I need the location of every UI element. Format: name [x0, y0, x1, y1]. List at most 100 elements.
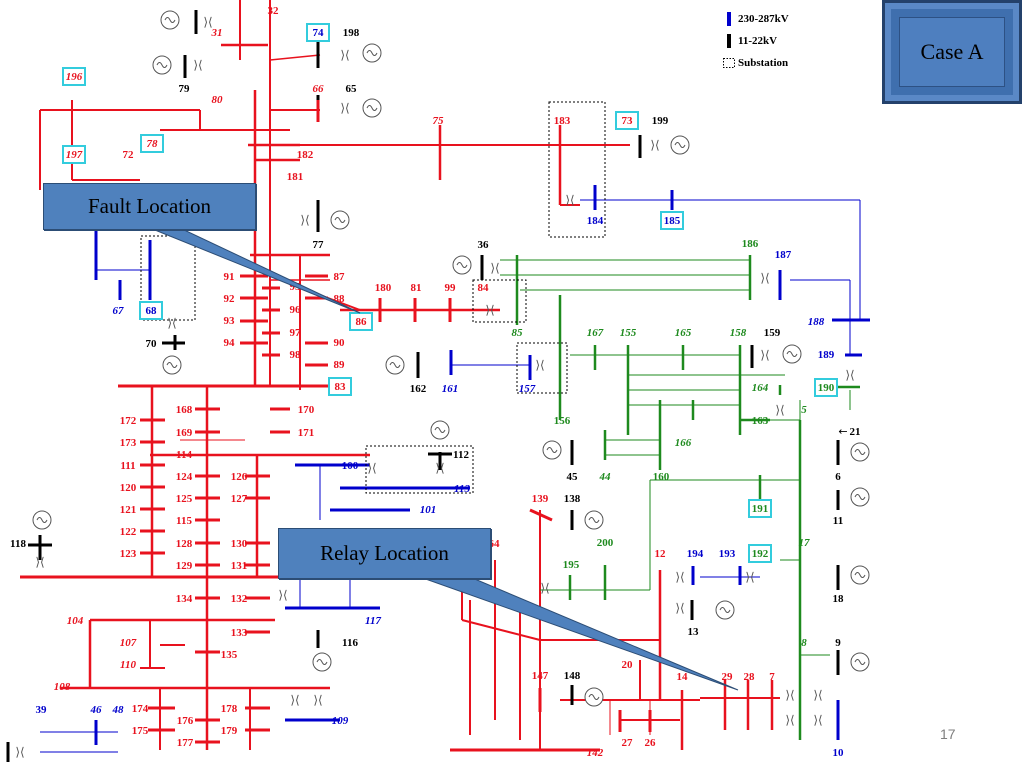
bus-label-box	[139, 301, 163, 320]
bus-label: 158	[730, 327, 747, 339]
substation-box	[472, 279, 527, 323]
bus-label: 138	[564, 493, 581, 505]
bus-label: 168	[176, 404, 193, 416]
bus-label: 114	[176, 449, 192, 461]
line-segment	[461, 619, 541, 641]
bus-label: 189	[818, 349, 835, 361]
bus-label: 176	[177, 715, 194, 727]
bus-label: 68	[146, 305, 158, 317]
bus-label: 129	[176, 560, 193, 572]
bus-label: 182	[297, 149, 314, 161]
transformer-icon: ⟩⟨	[340, 101, 349, 115]
bus-label: 200	[597, 537, 614, 549]
bus-label: 198	[343, 27, 360, 39]
transformer-icon: ⟩⟨	[35, 555, 44, 569]
generator-icon	[164, 17, 176, 23]
bus-label: 120	[120, 482, 137, 494]
bus-label: 107	[120, 637, 137, 649]
bus-label: 188	[808, 316, 825, 328]
bus-label: 48	[112, 704, 125, 716]
transformer-icon: ⟩⟨	[300, 213, 309, 227]
transformer-icon: ⟩⟨	[760, 271, 769, 285]
transformer-icon: ⟩⟨	[535, 358, 544, 372]
bus-label: 159	[764, 327, 781, 339]
bus-label: 98	[290, 349, 302, 361]
bus-label: 81	[411, 282, 422, 294]
bus-label: 26	[645, 737, 657, 749]
generator-icon	[166, 362, 178, 368]
bus-label: 183	[554, 115, 571, 127]
diagram-labels: 3231806675183182181729192939495969798878…	[10, 5, 860, 759]
bus-label-box	[660, 211, 684, 230]
bus-label: 178	[221, 703, 238, 715]
bus-label: 139	[532, 493, 549, 505]
bus-label: 104	[67, 615, 84, 627]
substation-box	[365, 445, 474, 494]
bus-label: 20	[622, 659, 634, 671]
blue-bus-icon	[720, 12, 738, 26]
bus-label-box	[748, 544, 772, 563]
fault-location-callout: Fault Location	[43, 183, 256, 230]
bus-label-box	[306, 23, 330, 42]
substation-box	[140, 235, 196, 321]
bus-label: 7	[769, 671, 775, 683]
bus-label: 31	[211, 27, 223, 39]
transformer-icon: ⟩⟨	[313, 693, 322, 707]
bus-label: 181	[287, 171, 304, 183]
generator-icon	[854, 572, 866, 578]
arrow-left-icon: ←	[838, 425, 847, 438]
bus-label: 77	[313, 239, 325, 251]
fault-location-label: Fault Location	[87, 194, 212, 218]
legend-label-substation: Substation	[738, 57, 789, 69]
transformer-icon: ⟩⟨	[675, 601, 684, 615]
bus-label: 184	[587, 215, 604, 227]
bus-label: 173	[120, 437, 137, 449]
bus-label: 133	[231, 627, 248, 639]
bus-label: 17	[799, 537, 811, 549]
transformer-icon: ⟩⟨	[775, 403, 784, 417]
bus-label: 109	[332, 715, 349, 727]
generator-icon	[366, 50, 378, 56]
bus-label: 132	[231, 593, 248, 605]
transformer-icon: ⟩⟨	[813, 713, 822, 727]
transformer-icon: ⟩⟨	[203, 15, 212, 29]
bus-label: 171	[298, 427, 315, 439]
bus-label: 187	[775, 249, 792, 261]
bus-label: 157	[519, 383, 536, 395]
bus-label: 124	[176, 471, 193, 483]
bus-label: 27	[622, 737, 634, 749]
relay-location-label: Relay Location	[320, 541, 449, 565]
bus-label: 5	[801, 404, 807, 416]
transformer-icon: ⟩⟨	[745, 570, 754, 584]
bus-label: 118	[10, 538, 26, 550]
bus-label: 66	[313, 83, 325, 95]
bus-label: 197	[66, 149, 83, 161]
transformer-icon: ⟩⟨	[193, 58, 202, 72]
bus-label: 196	[66, 71, 83, 83]
bus-label: 192	[752, 548, 769, 560]
generator-icon	[588, 517, 600, 523]
bus-label: 186	[742, 238, 759, 250]
bus-label: 110	[120, 659, 136, 671]
bus-label: 44	[599, 471, 612, 483]
bus-label: 21	[850, 426, 861, 438]
bus-label: 108	[54, 681, 71, 693]
transformer-icon: ⟩⟨	[785, 713, 794, 727]
bus-label: 126	[231, 471, 248, 483]
bus-label: 13	[688, 626, 700, 638]
generator-icon	[854, 659, 866, 665]
bus-label: 46	[90, 704, 103, 716]
bus-label: 155	[620, 327, 637, 339]
bus-label: 74	[313, 27, 325, 39]
bus-label: 99	[445, 282, 457, 294]
bus-label: 123	[120, 548, 137, 560]
bus-label: 164	[752, 382, 769, 394]
generator-icon	[854, 494, 866, 500]
generator-icon	[854, 449, 866, 455]
case-title: Case A	[899, 17, 1005, 87]
bus-label-box	[615, 111, 639, 130]
bus-label: 75	[433, 115, 445, 127]
bus-label: 28	[744, 671, 756, 683]
bus-label: 6	[835, 471, 841, 483]
transformer-icon: ⟩⟨	[760, 348, 769, 362]
